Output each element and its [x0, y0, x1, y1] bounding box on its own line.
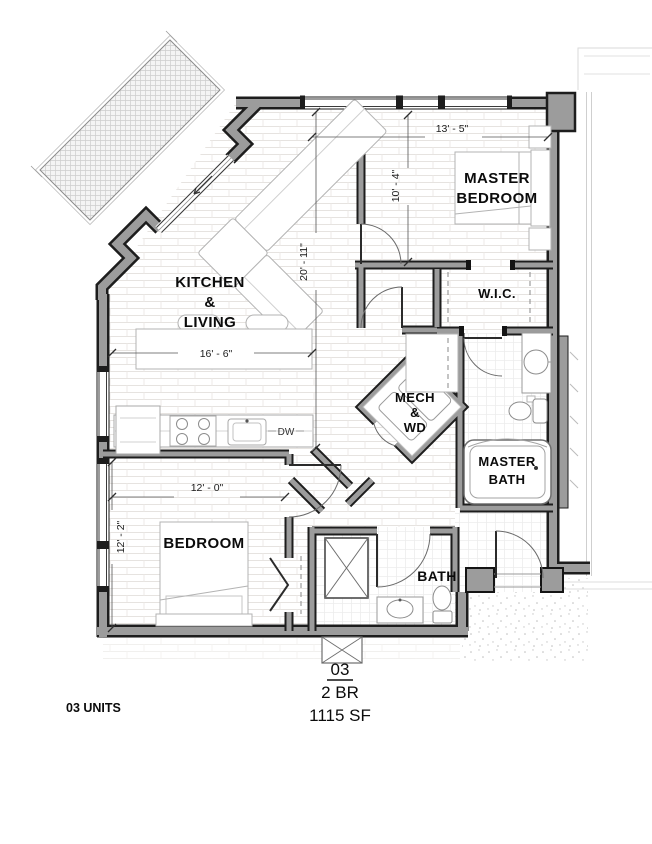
furring-wall [558, 335, 569, 509]
bedroom-closet-bifold-doors [269, 557, 290, 612]
dim-master-bedroom-depth: 10' - 4" [390, 169, 402, 202]
wic-closet-rods [447, 272, 531, 326]
unit-area: 1115 SF [309, 706, 371, 725]
kitchen-living-label-line3: LIVING [184, 314, 236, 331]
bath-toilet [432, 585, 453, 624]
bedroom-bed [155, 521, 253, 627]
swing-direction-arrow [193, 175, 213, 195]
doors [269, 223, 544, 612]
master-bed [454, 125, 552, 251]
dim-bedroom-width: 12' - 0" [191, 482, 224, 494]
dimension-lines [107, 107, 553, 633]
master-bath-label-line1: MASTER [478, 454, 536, 469]
window-mullion [396, 95, 403, 110]
bath-door [376, 533, 431, 588]
dishwasher-label: DW [278, 427, 295, 438]
master-bath-label-line2: BATH [489, 472, 526, 487]
kitchen-living-label-line2: & [204, 294, 215, 311]
bath-label: BATH [417, 568, 456, 584]
shaft-xbox [324, 537, 369, 599]
furniture [113, 99, 553, 664]
window-mullion [96, 541, 110, 549]
sofa [198, 99, 387, 343]
mech-label-line3: WD [404, 420, 426, 435]
dimension-ticks [107, 107, 553, 633]
kitchen-sink [227, 418, 267, 446]
master-bedroom-door [360, 223, 402, 265]
master-bedroom-label-line1: MASTER [464, 170, 530, 187]
dim-bedroom-depth: 12' - 2" [115, 520, 127, 553]
master-bath-tub [463, 438, 552, 505]
stove [169, 415, 217, 447]
entry-threshold [494, 573, 541, 588]
wic-label: W.I.C. [478, 286, 516, 301]
unit-number: 03 [331, 660, 350, 679]
master-bath-door [463, 337, 503, 377]
mech-door [373, 423, 397, 447]
dim-master-bedroom-width: 13' - 5" [436, 123, 469, 135]
kitchen-island [135, 314, 313, 370]
balcony-window-wall [155, 154, 235, 234]
entry-door [495, 530, 544, 579]
master-bath-vanity [521, 332, 553, 403]
bedroom-label: BEDROOM [163, 535, 244, 552]
dim-living-length: 20' - 11" [298, 243, 310, 281]
hall-door [360, 286, 403, 329]
master-bedroom-label-line2: BEDROOM [456, 190, 537, 207]
stepped-corner [545, 91, 577, 133]
interior-walls [103, 108, 564, 631]
dim-kitchen-island: 16' - 6" [200, 348, 233, 360]
entry-jamb-block [465, 567, 495, 593]
master-bath-toilet [508, 398, 548, 424]
window-mullion [438, 95, 445, 110]
nightstand [528, 227, 552, 251]
mech-label-line2: & [410, 405, 420, 420]
units-label: 03 UNITS [66, 701, 121, 715]
hall-closet [405, 333, 459, 393]
opening-caps [459, 260, 515, 336]
mech-label-line1: MECH [395, 390, 435, 405]
dryer [378, 391, 428, 441]
wall-hatch-ticks [569, 351, 579, 489]
unit-bedroom-count: 2 BR [321, 683, 359, 702]
kitchen-living-label-line1: KITCHEN [175, 274, 244, 291]
balcony [30, 30, 226, 226]
adjacent-structure-lines [556, 47, 652, 590]
bath-vanity [376, 596, 424, 624]
entry-jamb-block [540, 567, 564, 593]
kitchen-counter [113, 405, 314, 455]
shaft-xbox-lower [321, 636, 363, 664]
refrigerator [115, 405, 161, 455]
bedroom-door [288, 464, 342, 518]
windows [96, 95, 512, 592]
